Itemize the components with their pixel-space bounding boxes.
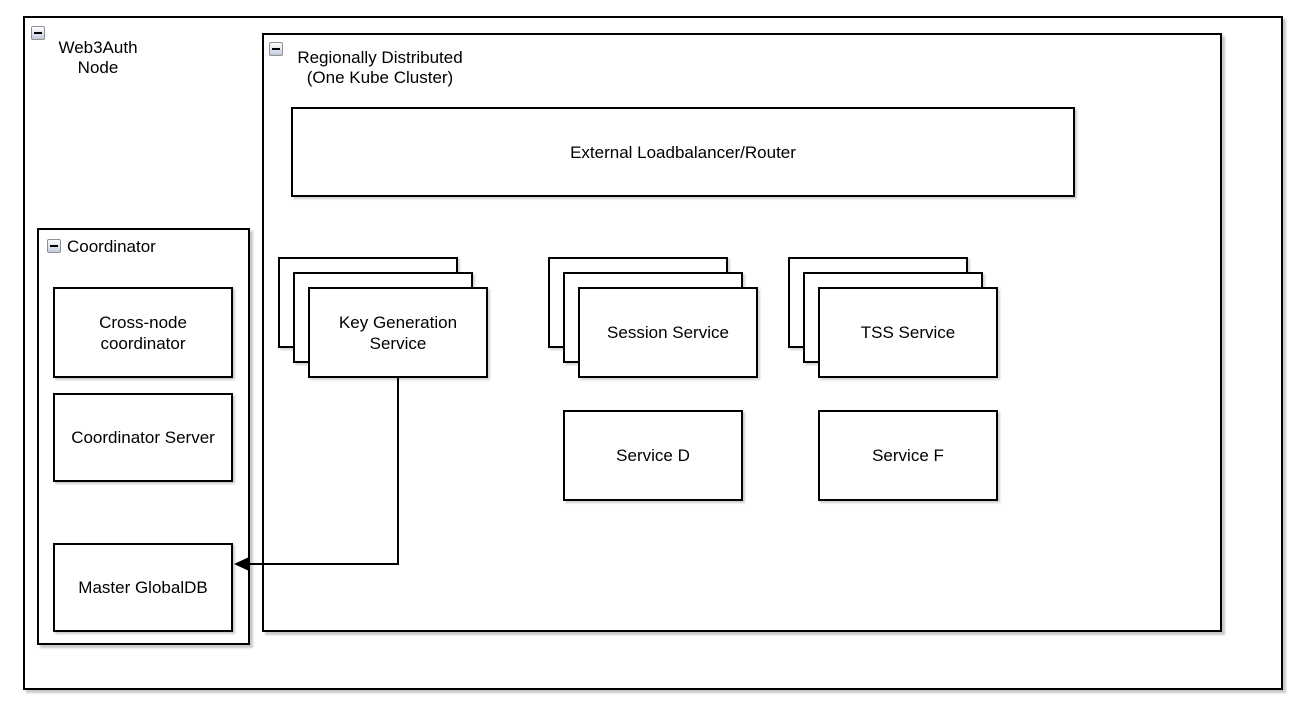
- node-label: Service F: [872, 446, 944, 465]
- node-session-service[interactable]: Session Service: [578, 287, 758, 378]
- minus-glyph: [50, 245, 58, 247]
- collapse-icon[interactable]: [269, 42, 283, 56]
- node-master-globaldb[interactable]: Master GlobalDB: [53, 543, 233, 632]
- group-label-regionally-distributed: Regionally Distributed (One Kube Cluster…: [297, 48, 463, 87]
- node-label: Master GlobalDB: [78, 578, 208, 597]
- group-label-coordinator: Coordinator: [67, 237, 156, 256]
- node-label: Cross-node coordinator: [99, 312, 187, 353]
- node-external-loadbalancer[interactable]: External Loadbalancer/Router: [291, 107, 1075, 197]
- node-label: External Loadbalancer/Router: [570, 142, 796, 162]
- node-cross-node-coordinator[interactable]: Cross-node coordinator: [53, 287, 233, 378]
- node-coordinator-server[interactable]: Coordinator Server: [53, 393, 233, 482]
- node-label: Coordinator Server: [71, 428, 215, 447]
- minus-glyph: [272, 48, 280, 50]
- minus-glyph: [34, 32, 42, 34]
- node-label: TSS Service: [860, 323, 956, 342]
- collapse-icon[interactable]: [31, 26, 45, 40]
- node-service-d[interactable]: Service D: [563, 410, 743, 501]
- node-tss-service[interactable]: TSS Service: [818, 287, 998, 378]
- stack-tss-service[interactable]: TSS Service: [788, 257, 998, 378]
- node-key-generation-service[interactable]: Key Generation Service: [308, 287, 488, 378]
- node-label: Session Service: [607, 323, 729, 342]
- node-label: Key Generation Service: [338, 312, 458, 353]
- collapse-icon[interactable]: [47, 239, 61, 253]
- stack-key-generation-service[interactable]: Key Generation Service: [278, 257, 488, 378]
- group-label-web3auth-node: Web3Auth Node: [58, 38, 138, 77]
- node-service-f[interactable]: Service F: [818, 410, 998, 501]
- stack-session-service[interactable]: Session Service: [548, 257, 758, 378]
- node-label: Service D: [616, 446, 690, 465]
